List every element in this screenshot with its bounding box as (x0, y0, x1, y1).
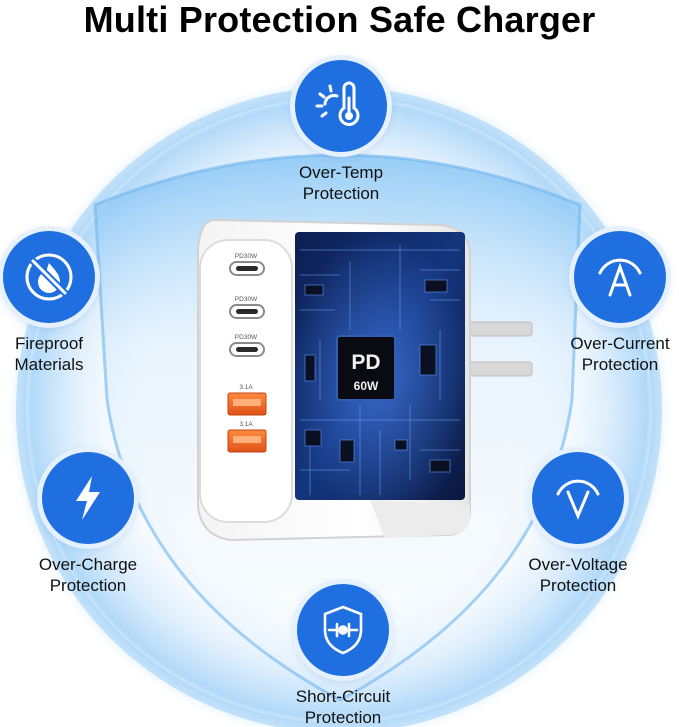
thermometer-sun-icon (295, 60, 387, 152)
circuit-shield-icon (297, 584, 389, 676)
lightning-bolt-icon (42, 452, 134, 544)
pd-chip (336, 335, 396, 401)
page-title: Multi Protection Safe Charger (83, 0, 596, 40)
feature-over-voltage: Over-Voltage Protection (493, 452, 663, 596)
port-label: 3.1A (239, 421, 253, 428)
feature-subtitle: Materials (14, 355, 84, 374)
feature-short-circuit-label: Short-Circuit Protection (258, 686, 428, 727)
pcb-component (304, 429, 322, 447)
pcb-component (394, 439, 408, 451)
pcb-component (339, 439, 355, 463)
port-label: PD30W (235, 334, 258, 341)
usb-c-port-tongue (236, 309, 258, 314)
usb-a-port-tongue (233, 436, 261, 443)
no-fire-icon (3, 231, 95, 323)
feature-over-current-label: Over-Current Protection (535, 333, 679, 375)
port-panel (199, 239, 293, 523)
feature-over-current: Over-Current Protection (535, 231, 679, 375)
plug-prong-top (469, 321, 533, 337)
usb-a-port-tongue (233, 399, 261, 406)
voltage-icon (532, 452, 624, 544)
feature-fireproof-label: Fireproof Materials (0, 333, 134, 375)
feature-title: Over-Charge (38, 555, 138, 574)
port-label: PD30W (235, 253, 258, 260)
feature-fireproof: Fireproof Materials (0, 231, 134, 375)
pcb-component (424, 279, 448, 293)
pcb-component (429, 459, 451, 473)
feature-over-temp: Over-Temp Protection (256, 60, 426, 204)
feature-subtitle: Protection (49, 576, 127, 595)
feature-over-temp-label: Over-Temp Protection (256, 162, 426, 204)
pcb-traces (300, 245, 460, 495)
plug-prong-bottom (469, 361, 533, 377)
port-list: PD30W PD30W PD30W 3.1A 3.1A (227, 253, 267, 453)
feature-title: Over-Voltage (528, 555, 628, 574)
pcb-component (304, 284, 324, 296)
feature-short-circuit: Short-Circuit Protection (258, 584, 428, 727)
feature-subtitle: Protection (304, 708, 382, 727)
feature-title: Short-Circuit (295, 687, 391, 706)
ampere-icon (574, 231, 666, 323)
usb-c-port-tongue (236, 347, 258, 352)
feature-subtitle: Protection (581, 355, 659, 374)
feature-title: Over-Current (570, 334, 670, 353)
feature-subtitle: Protection (302, 184, 380, 203)
feature-title: Fireproof (14, 334, 84, 353)
port-label: 3.1A (239, 384, 253, 391)
pcb-component (304, 354, 316, 382)
port-label: PD30W (235, 296, 258, 303)
feature-over-charge-label: Over-Charge Protection (3, 554, 173, 596)
usb-c-port-tongue (236, 266, 258, 271)
chip-label-watt: 60W (354, 379, 379, 393)
feature-subtitle: Protection (539, 576, 617, 595)
feature-title: Over-Temp (298, 163, 384, 182)
feature-over-charge: Over-Charge Protection (3, 452, 173, 596)
chip-label-pd: PD (351, 351, 380, 374)
feature-over-voltage-label: Over-Voltage Protection (493, 554, 663, 596)
pcb-component (419, 344, 437, 376)
charger-corner (370, 500, 470, 538)
